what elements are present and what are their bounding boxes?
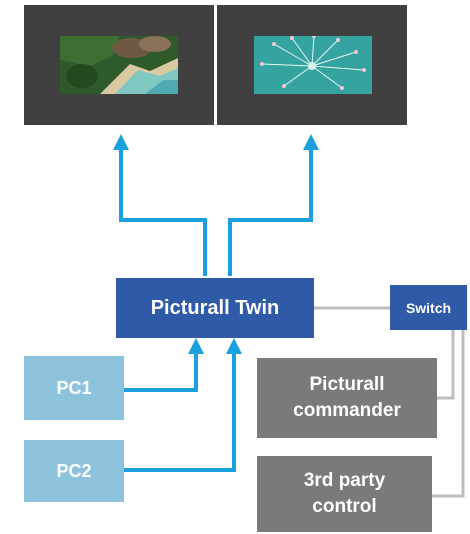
link-switch-commander [437, 330, 455, 400]
arrowhead-screen-right [303, 134, 319, 150]
arrow-pc1-to-twin [124, 344, 198, 392]
picturall-twin-label: Picturall Twin [150, 296, 280, 319]
arrowhead-screen-left [113, 134, 129, 150]
arrowhead-pc1 [188, 338, 204, 354]
display-screen-left [24, 5, 214, 125]
third-party-control-box: 3rd party control [257, 456, 432, 532]
picturall-commander-label: Picturall commander [293, 374, 401, 421]
link-switch-third-party [432, 330, 465, 498]
arrowhead-pc2 [226, 338, 242, 354]
switch-box: Switch [390, 285, 467, 330]
dandelion-seed-teal-image [254, 36, 372, 94]
pc2-box: PC2 [24, 440, 124, 502]
third-party-control-label: 3rd party control [303, 470, 386, 517]
pc1-label: PC1 [56, 377, 92, 398]
arrow-pc2-to-twin [124, 344, 236, 472]
picturall-commander-box: Picturall commander [257, 358, 437, 438]
pc2-label: PC2 [56, 460, 92, 481]
pc1-box: PC1 [24, 356, 124, 420]
arrow-twin-to-screen-left [119, 138, 207, 276]
arrow-twin-to-screen-right [228, 138, 313, 276]
beach-rocks-aerial-image [60, 36, 178, 94]
picturall-twin-box: Picturall Twin [116, 278, 314, 338]
display-screen-right [217, 5, 407, 125]
switch-label: Switch [405, 299, 452, 316]
